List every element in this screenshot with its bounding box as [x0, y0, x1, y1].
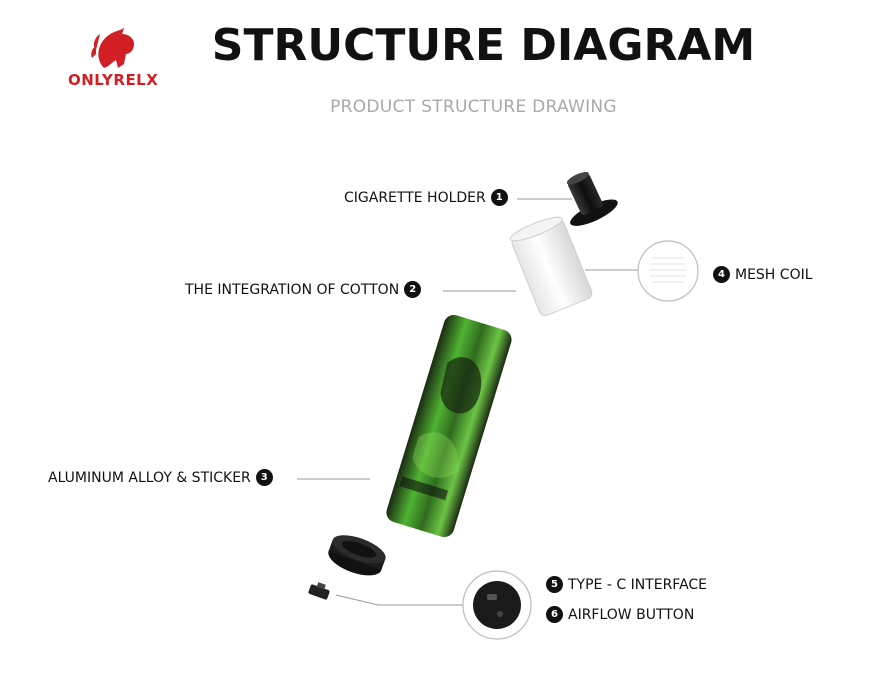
label-type-c-interface: 5 TYPE - C INTERFACE — [546, 576, 707, 593]
bottom-interface-zoom — [462, 570, 532, 640]
badge-5: 5 — [546, 576, 563, 593]
label-airflow-button: 6 AIRFLOW BUTTON — [546, 606, 694, 623]
bottom-cap-part — [328, 535, 386, 576]
badge-3: 3 — [255, 469, 273, 486]
mesh-coil-zoom — [637, 240, 699, 302]
badge-4: 4 — [713, 266, 730, 283]
badge-1: 1 — [490, 189, 508, 206]
label-cigarette-holder: CIGARETTE HOLDER 1 — [344, 189, 508, 206]
leader-line-5-6 — [335, 594, 468, 606]
badge-2: 2 — [404, 281, 422, 298]
main-body-part — [386, 314, 512, 538]
label-mesh-coil: 4 MESH COIL — [713, 266, 813, 283]
cotton-tank-part — [509, 216, 593, 317]
label-integration-of-cotton: THE INTEGRATION OF COTTON 2 — [185, 281, 422, 298]
cigarette-holder-part — [566, 172, 618, 226]
page-subtitle: PRODUCT STRUCTURE DRAWING — [330, 97, 617, 117]
brand-logo-text: ONLYRELX — [68, 71, 159, 89]
connector-part — [308, 582, 330, 600]
label-aluminum-alloy-sticker: ALUMINUM ALLOY & STICKER 3 — [48, 469, 273, 486]
badge-6: 6 — [546, 606, 563, 623]
page-title: STRUCTURE DIAGRAM — [211, 20, 756, 71]
